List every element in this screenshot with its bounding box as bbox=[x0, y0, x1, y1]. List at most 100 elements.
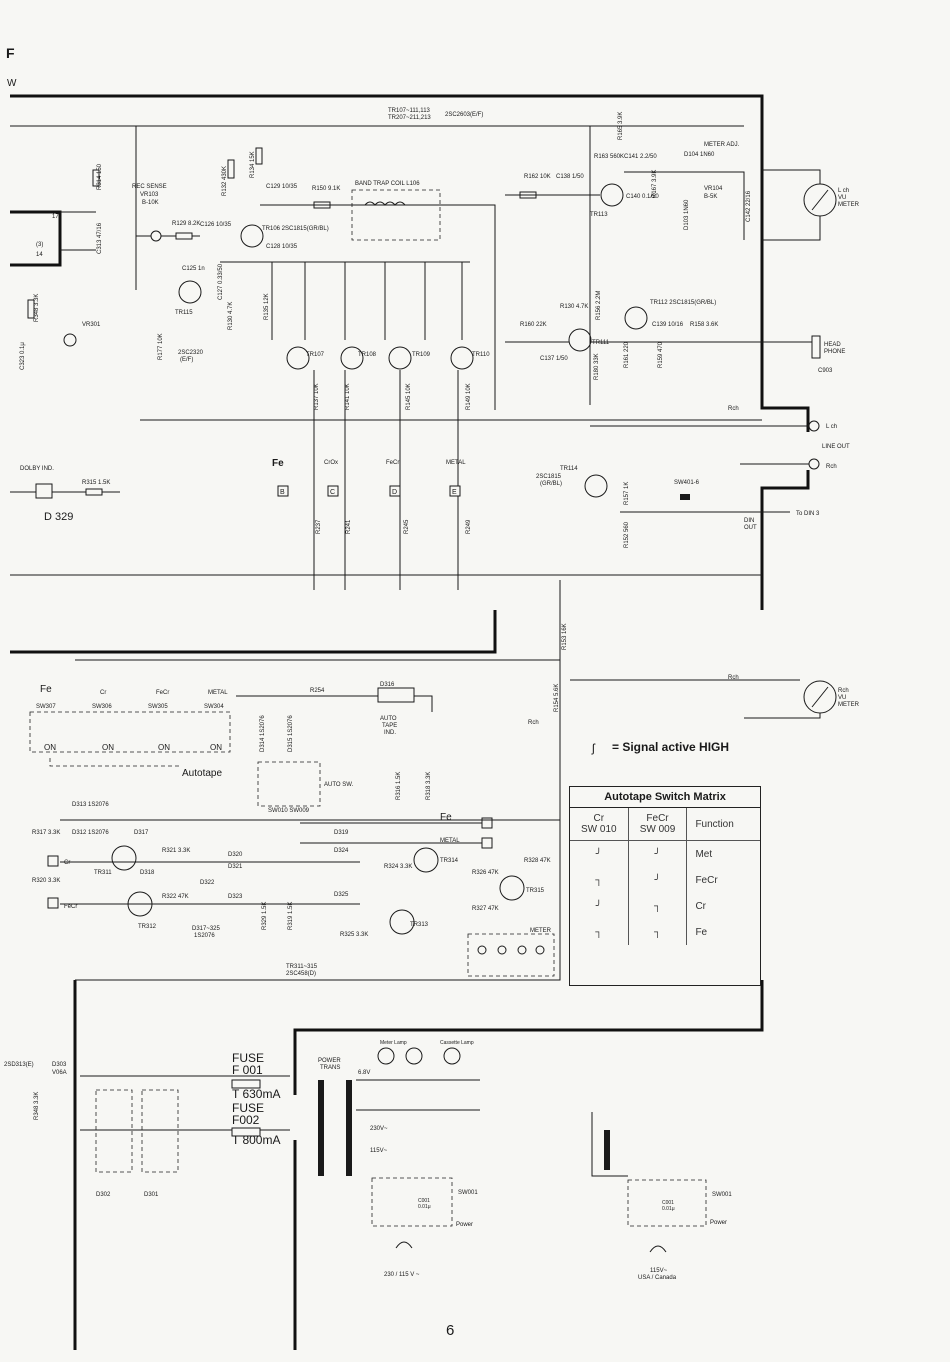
label-r137: R137 10K bbox=[314, 383, 320, 410]
switch-b-letter: B bbox=[280, 489, 285, 496]
transistor-tr314 bbox=[413, 847, 439, 873]
resistor-r315 bbox=[85, 488, 103, 496]
label-autotape: Autotape bbox=[182, 768, 222, 779]
label-c140: C140 0.1/50 bbox=[626, 194, 659, 200]
transistor-row: TR107 TR108 TR109 TR110 bbox=[286, 346, 490, 590]
left-amp-block: R314 150 C313 47/16 (3) 14 17 R348 3.3K … bbox=[10, 163, 103, 370]
power-switch-box-2 bbox=[627, 1179, 707, 1227]
fuse-f002 bbox=[231, 1127, 261, 1137]
band-trap-coil-box bbox=[351, 189, 441, 241]
label-r154: R153 16K bbox=[562, 623, 568, 650]
label-r135: R135 12K bbox=[264, 293, 270, 320]
label-on-2: ON bbox=[102, 743, 114, 752]
label-r161: R158 3.6K bbox=[690, 322, 718, 328]
cassette-lamp bbox=[443, 1047, 461, 1065]
label-vr301: VR301 bbox=[82, 322, 101, 328]
input-d bbox=[47, 897, 59, 909]
label-volt2: 115V~USA / Canada bbox=[638, 1268, 677, 1281]
signal-active-icon: ʃ bbox=[591, 741, 596, 755]
label-r237: R237 bbox=[316, 519, 322, 534]
tape-switch-group bbox=[29, 711, 231, 753]
autotape-section: Fe Cr FeCr METAL SW307 SW306 SW305 SW304… bbox=[29, 682, 560, 977]
label-r159: R161 220 bbox=[624, 341, 630, 368]
label-metal-sw: METAL bbox=[208, 690, 228, 696]
label-c323: C323 0.1μ bbox=[20, 342, 26, 370]
label-r156: R130 4.7K bbox=[560, 304, 588, 310]
tape-select-row: Fe CrOx FeCr METAL B C D E R237 R241 R24… bbox=[272, 458, 472, 534]
label-to-din: To DIN 3 bbox=[796, 511, 820, 517]
resistor-r314 bbox=[92, 169, 100, 187]
label-d312: D312 1S2076 bbox=[72, 830, 109, 836]
matrix-function: FeCr bbox=[695, 874, 718, 886]
switch-d-letter: D bbox=[392, 489, 397, 496]
label-r325: R319 1.5K bbox=[288, 902, 294, 930]
label-d314: D314 1S2076 bbox=[260, 715, 266, 752]
label-r318: R316 1.5K bbox=[396, 772, 402, 800]
filter-coils bbox=[220, 261, 470, 340]
led-d329 bbox=[35, 483, 53, 499]
resistor-r132 bbox=[227, 159, 235, 179]
label-dolby-ind: DOLBY IND. bbox=[20, 466, 54, 472]
label-c137: C137 1/50 bbox=[540, 356, 568, 362]
label-sw306: SW306 bbox=[92, 704, 112, 710]
label-sw010: SW010 SW009 bbox=[268, 808, 310, 814]
label-r348: R348 3.3K bbox=[34, 1092, 40, 1120]
label-r317: R318 3.3K bbox=[426, 772, 432, 800]
label-r321: R317 3.3K bbox=[32, 830, 60, 836]
label-d318: D318 bbox=[140, 870, 155, 876]
signal-active-legend: = Signal active HIGH bbox=[612, 740, 729, 754]
label-tr113: TR113 bbox=[590, 212, 608, 218]
matrix-row: ┐ ┐ Fe bbox=[570, 919, 760, 945]
label-r167: R167 3.9K bbox=[652, 170, 658, 198]
label-d301: D301 bbox=[144, 1192, 159, 1198]
label-cr-sw: Cr bbox=[100, 690, 106, 696]
label-v115: 115V~ bbox=[370, 1148, 388, 1154]
switch-d bbox=[389, 485, 401, 497]
label-d324: D324 bbox=[334, 848, 349, 854]
meter-led-box bbox=[467, 933, 555, 977]
label-r241: R241 bbox=[346, 519, 352, 534]
label-d317: D317 bbox=[134, 830, 149, 836]
label-c128: C128 10/35 bbox=[266, 244, 298, 250]
input-c bbox=[47, 855, 59, 867]
label-d325: D325 bbox=[334, 892, 349, 898]
label-c139: C139 10/16 bbox=[652, 322, 684, 328]
label-d303: D303 bbox=[52, 1062, 67, 1068]
label-tr108: TR108 bbox=[358, 352, 377, 358]
label-fuse2-val: T 800mA bbox=[232, 1133, 280, 1147]
transistor-tr113 bbox=[600, 183, 624, 207]
label-tr109: TR109 bbox=[412, 352, 431, 358]
label-tr313: TR313 bbox=[410, 922, 429, 928]
label-r163: R163 560K bbox=[594, 154, 624, 160]
label-r180: R160 22K bbox=[520, 322, 547, 328]
label-r315: R315 1.5K bbox=[82, 480, 110, 486]
switch-e-letter: E bbox=[452, 489, 457, 496]
label-rch-top: Rch bbox=[728, 406, 739, 412]
led-cr bbox=[477, 945, 487, 955]
label-r157: R180 33K bbox=[594, 353, 600, 380]
label-r329: R327 47K bbox=[472, 906, 499, 912]
transistor-tr313 bbox=[389, 909, 415, 935]
label-c138: C138 1/50 bbox=[556, 174, 584, 180]
led-metal bbox=[517, 945, 527, 955]
label-r327: R325 3.3K bbox=[340, 932, 368, 938]
label-c141: C141 2.2/50 bbox=[624, 154, 657, 160]
power-switch-box bbox=[371, 1177, 453, 1227]
margin-letter-w: W bbox=[7, 78, 17, 89]
lch-meter-section: R162 10K C138 1/50 R163 560K R165 3.9K C… bbox=[505, 112, 860, 241]
bridge-d301 bbox=[141, 1089, 179, 1173]
label-metal-out: METAL bbox=[440, 838, 460, 844]
label-r134: R134 15K bbox=[250, 151, 256, 178]
transformer-core-1 bbox=[318, 1080, 324, 1176]
label-sw307: SW307 bbox=[36, 704, 56, 710]
